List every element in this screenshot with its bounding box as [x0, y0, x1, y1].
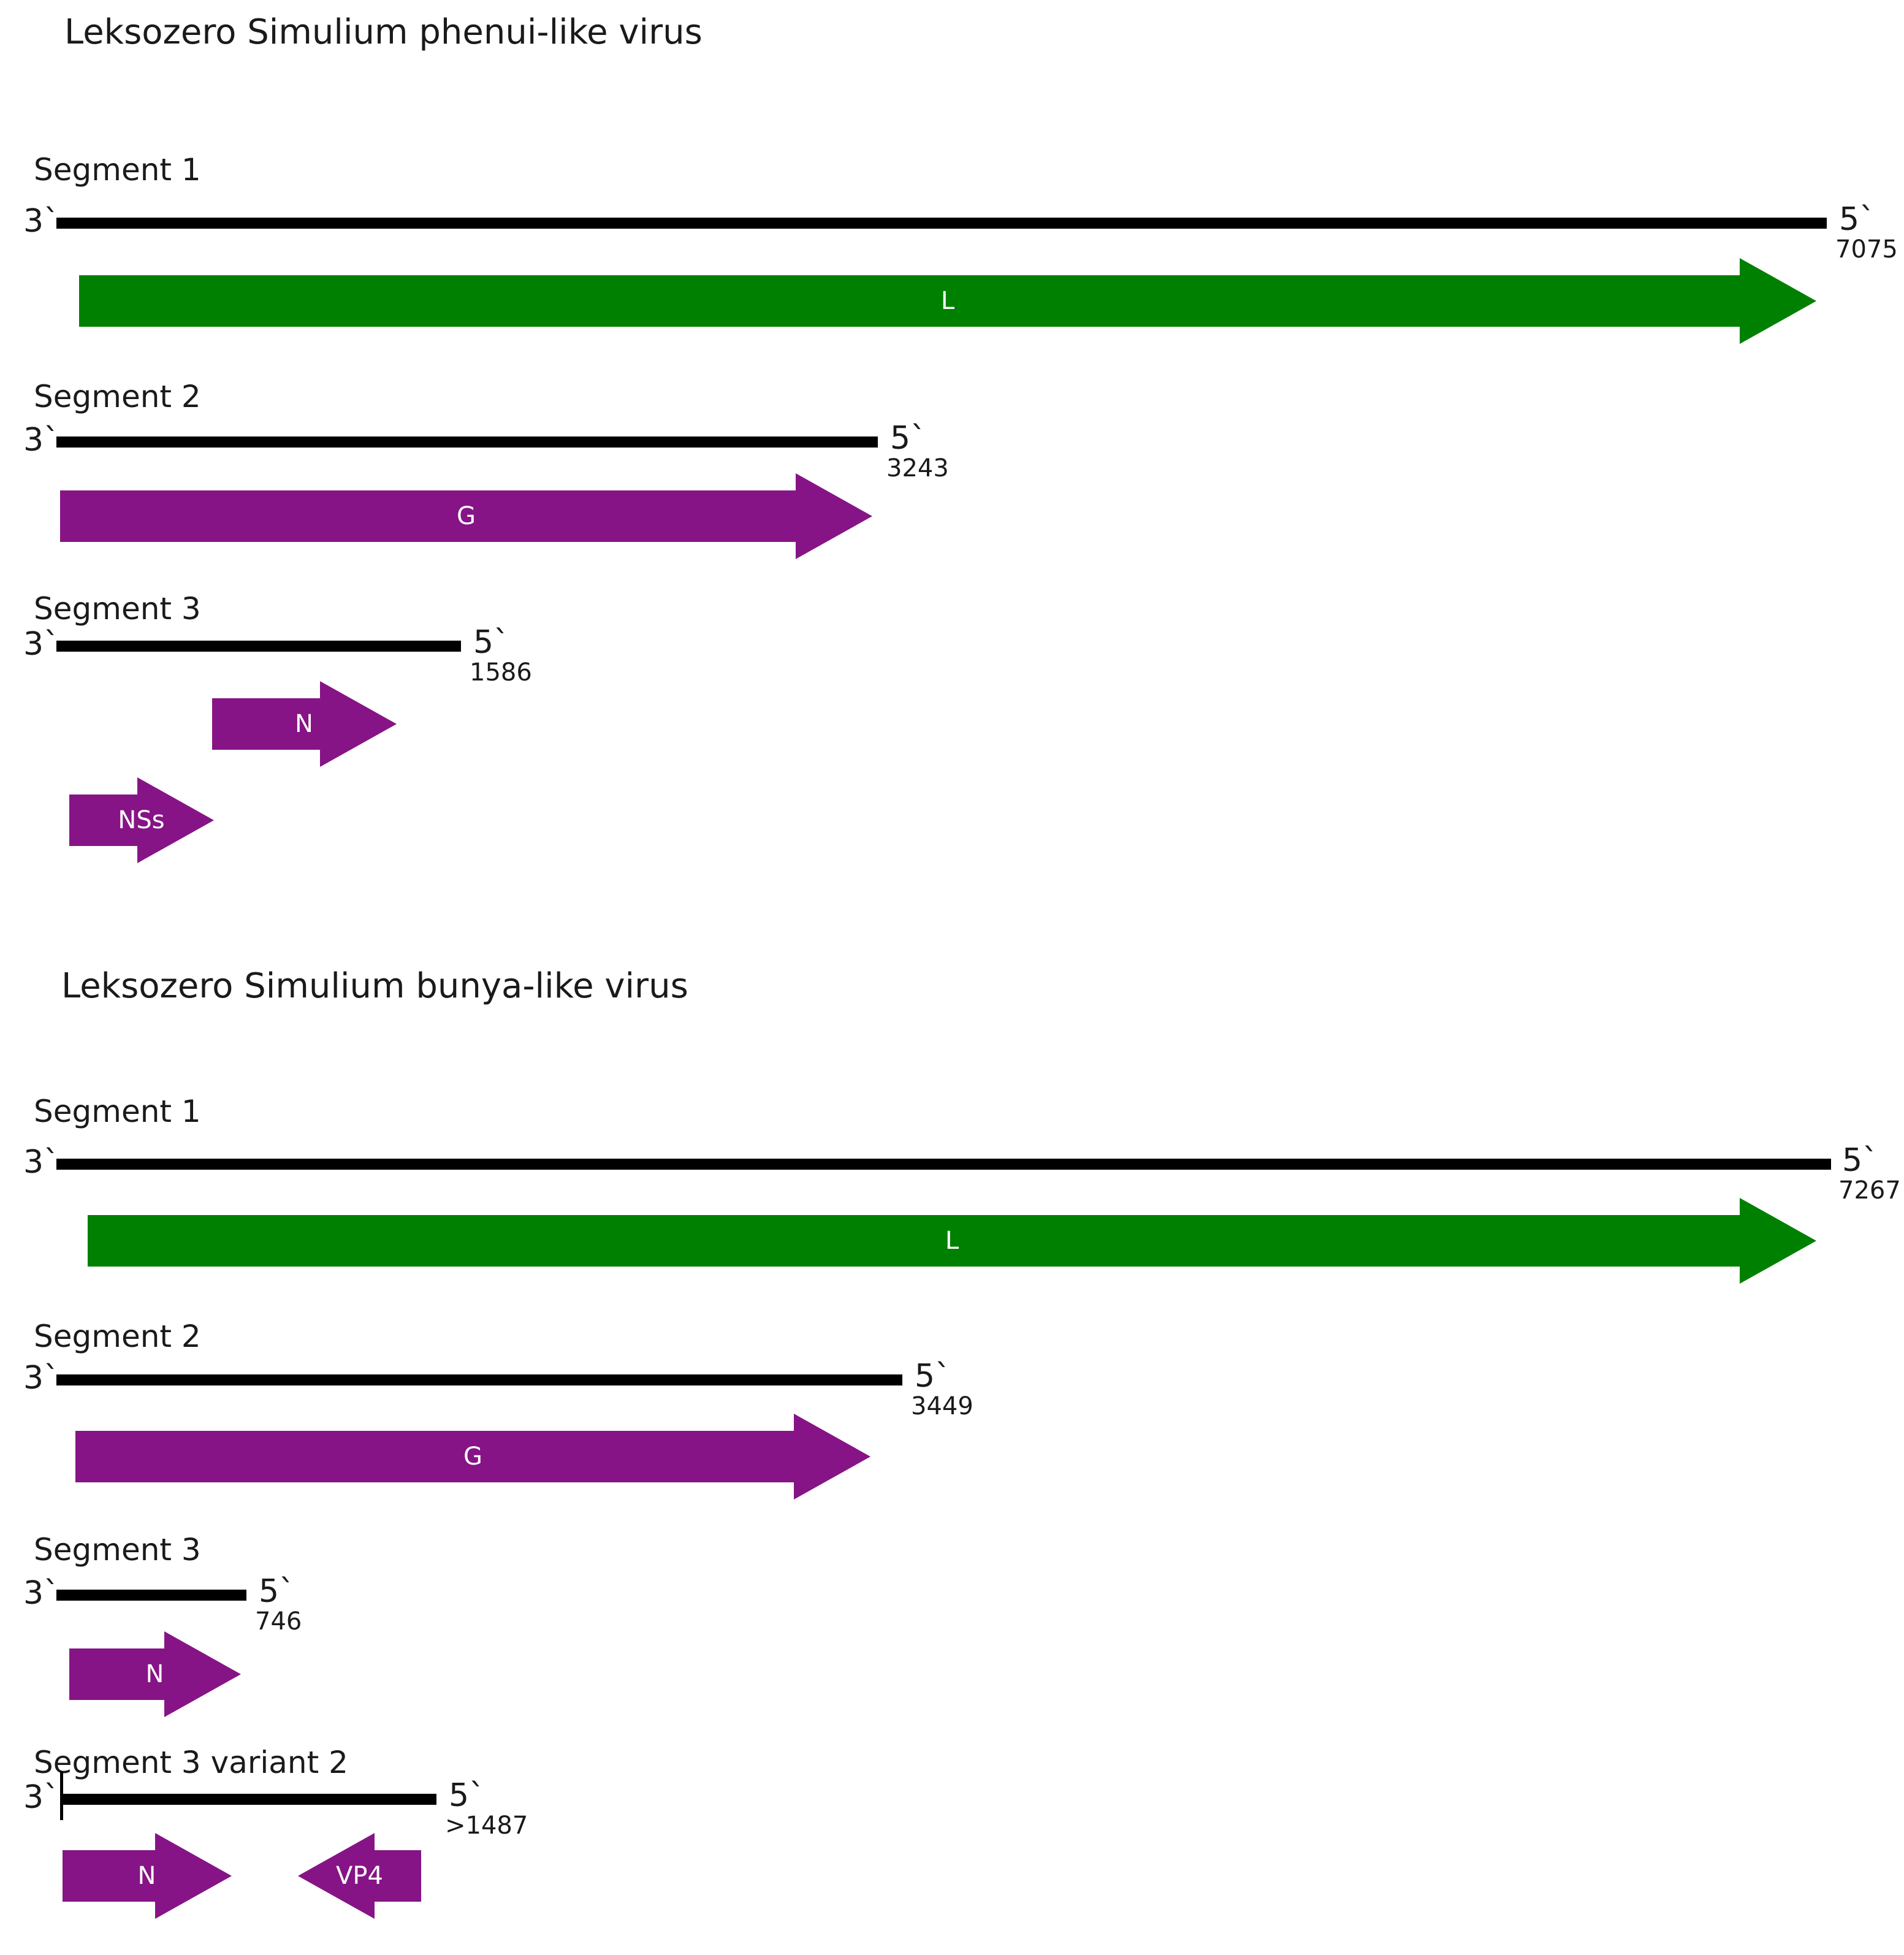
end5-group: 5` 1586 [470, 624, 532, 687]
end3-label: 3` [23, 1360, 60, 1397]
orf-label: G [457, 502, 476, 530]
genome-line [56, 1590, 246, 1601]
virus-title: Leksozero Simulium bunya-like virus [61, 966, 688, 1006]
segment-length: >1487 [445, 1811, 528, 1840]
orf-arrow-body [69, 795, 137, 846]
end3-label: 3` [23, 422, 60, 459]
orf-label: NSs [118, 806, 165, 834]
orf-label: VP4 [336, 1862, 383, 1890]
end3-label: 3` [23, 203, 60, 240]
segment-label: Segment 3 [34, 591, 201, 627]
end5-label: 5` [259, 1573, 295, 1610]
end3-label: 3` [23, 1575, 60, 1612]
genome-line [63, 1794, 436, 1805]
orf-label: L [940, 287, 955, 315]
segment-label: Segment 1 [34, 1094, 201, 1129]
end5-group: 5` 3449 [911, 1358, 973, 1419]
end3-label: 3` [23, 626, 60, 663]
orf-arrow-body [374, 1850, 421, 1902]
orf-arrow-body [88, 1215, 1740, 1267]
genome-line [56, 641, 461, 652]
end5-group: 5` 3243 [886, 420, 949, 481]
genome-line [56, 218, 1827, 229]
segment-length: 1586 [470, 658, 532, 687]
genome-line [56, 1159, 1831, 1170]
end5-label: 5` [1839, 201, 1876, 238]
virus-title: Leksozero Simulium phenui-like virus [64, 12, 703, 52]
end3-label: 3` [23, 1779, 60, 1816]
genome-line [56, 1374, 902, 1385]
segment-label: Segment 3 variant 2 [34, 1745, 348, 1780]
orf-label: L [945, 1227, 959, 1255]
arrow-head-right-icon [794, 1414, 870, 1500]
genome-line [56, 436, 878, 448]
orf-label: N [137, 1862, 156, 1890]
orf-arrow-body [75, 1431, 794, 1482]
end5-group: 5` 7267 [1838, 1142, 1901, 1203]
arrow-head-right-icon [1740, 1198, 1816, 1284]
end3-label: 3` [23, 1144, 60, 1181]
end5-group: 5` 7075 [1835, 201, 1898, 262]
arrow-head-right-icon [137, 777, 214, 863]
end5-group: 5` 746 [255, 1573, 302, 1634]
orf-label: N [145, 1660, 164, 1688]
end3-cap-tick [60, 1771, 63, 1820]
orf-arrow-body [60, 490, 796, 542]
segment-length: 746 [255, 1607, 302, 1636]
orf-label: N [295, 710, 313, 738]
end5-group: 5` >1487 [445, 1777, 528, 1839]
arrow-head-right-icon [320, 681, 397, 767]
end5-label: 5` [1842, 1142, 1879, 1179]
orf-arrow-body [63, 1850, 155, 1902]
orf-label: G [463, 1442, 482, 1471]
segment-length: 3243 [886, 454, 949, 482]
orf-arrow-body [79, 275, 1740, 327]
segment-length: 7075 [1835, 235, 1898, 264]
end5-label: 5` [915, 1358, 951, 1395]
orf-arrow-body [69, 1648, 164, 1700]
arrow-head-left-icon [298, 1833, 375, 1919]
end5-label: 5` [890, 420, 927, 457]
arrow-head-right-icon [164, 1631, 241, 1717]
segment-label: Segment 2 [34, 379, 201, 414]
end5-label: 5` [473, 624, 510, 661]
segment-length: 7267 [1838, 1176, 1901, 1205]
arrow-head-right-icon [1740, 258, 1816, 344]
segment-label: Segment 2 [34, 1319, 201, 1354]
orf-arrow-body [212, 698, 320, 750]
segment-label: Segment 1 [34, 152, 201, 188]
segment-length: 3449 [911, 1392, 973, 1420]
end5-label: 5` [449, 1777, 486, 1814]
arrow-head-right-icon [796, 473, 872, 559]
arrow-head-right-icon [155, 1833, 232, 1919]
segment-label: Segment 3 [34, 1532, 201, 1568]
